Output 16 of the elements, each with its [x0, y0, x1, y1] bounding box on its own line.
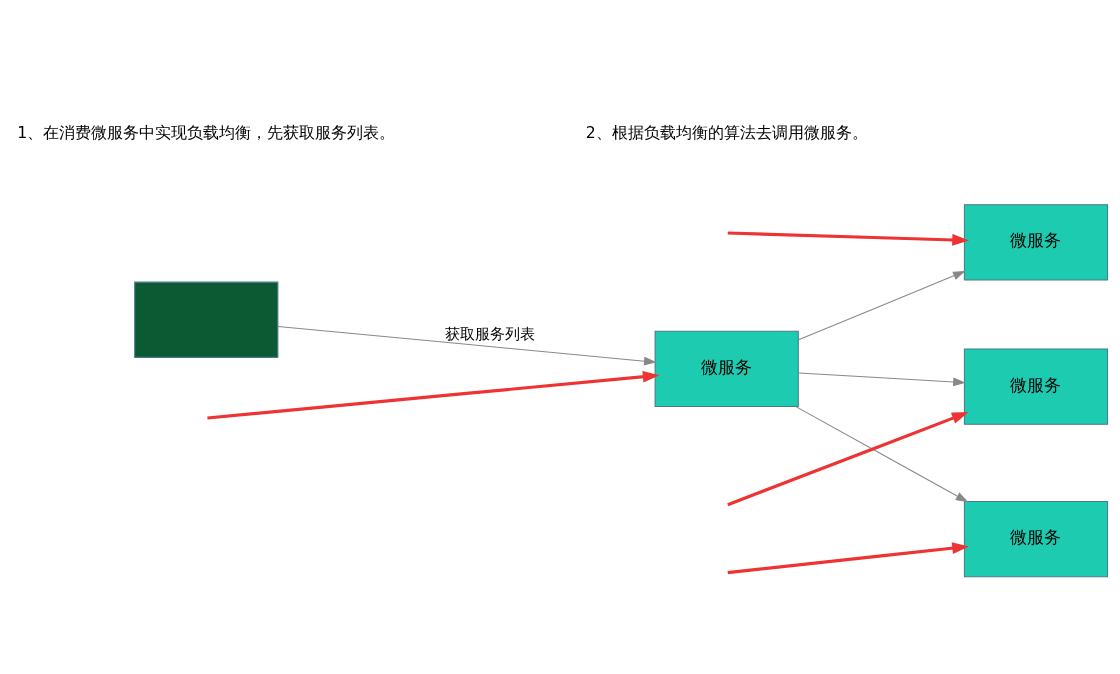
arrow — [727, 412, 969, 507]
node-box: 微服务 — [654, 330, 799, 407]
label: 1、在消费微服务中实现负载均衡，先获取服务列表。 — [17, 123, 396, 143]
label: 2、根据负载均衡的算法去调用微服务。 — [585, 123, 868, 143]
arrow — [727, 542, 969, 575]
node-box: 微服务 — [963, 501, 1109, 578]
arrow — [207, 370, 660, 420]
arrow — [277, 325, 657, 366]
arrow — [798, 270, 966, 341]
edge-label: 获取服务列表 — [444, 324, 535, 342]
node-box: 微服务 — [963, 348, 1109, 425]
node-box: 微服务 — [963, 204, 1109, 281]
arrow — [727, 231, 969, 246]
node-box — [134, 281, 279, 358]
arrow — [795, 406, 969, 503]
arrow — [798, 372, 966, 387]
